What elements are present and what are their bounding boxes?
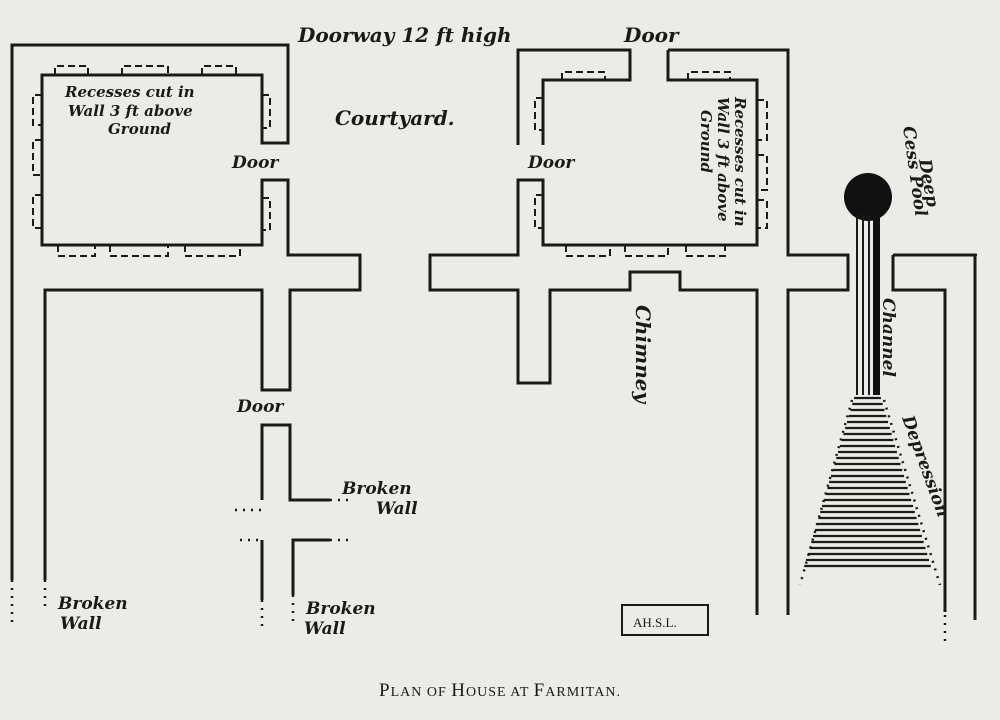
figure-caption: PLAN OF HOUSE AT FARMITAN. <box>379 680 621 701</box>
signature-text: AH.S.L. <box>633 615 677 630</box>
label-channel: Channel <box>878 298 898 377</box>
label-broken-wall-bottom-2: Wall <box>304 619 346 639</box>
label-door-mid-room: Door <box>527 153 575 173</box>
label-door-left-room: Door <box>231 153 279 173</box>
right-building-walls <box>891 253 982 645</box>
label-recesses-right-1: Recesses cut in <box>731 96 749 227</box>
label-doorway: Doorway 12 ft high <box>297 23 512 47</box>
label-broken-wall-mid-1: Broken <box>341 479 412 499</box>
label-courtyard: Courtyard. <box>335 106 455 130</box>
middle-building-walls <box>428 48 850 615</box>
cess-pool-and-channel <box>798 173 942 586</box>
label-broken-wall-mid-2: Wall <box>376 499 418 519</box>
label-recesses-left-2: Wall 3 ft above <box>68 102 193 120</box>
signature-stamp: AH.S.L. <box>621 604 709 636</box>
label-broken-wall-left-1: Broken <box>57 594 128 614</box>
label-broken-wall-bottom-1: Broken <box>305 599 376 619</box>
label-recesses-left-1: Recesses cut in <box>64 83 195 101</box>
label-broken-wall-left-2: Wall <box>60 614 102 634</box>
label-recesses-right-2: Wall 3 ft above <box>714 97 732 222</box>
label-door-top: Door <box>623 23 680 47</box>
label-door-lower: Door <box>236 397 284 417</box>
label-recesses-left-3: Ground <box>108 120 172 138</box>
depression-hatching <box>804 396 931 568</box>
label-chimney: Chimney <box>631 305 655 404</box>
label-recesses-right-3: Ground <box>697 110 715 174</box>
cess-pool-mark <box>844 173 892 221</box>
left-building-walls <box>10 43 362 632</box>
